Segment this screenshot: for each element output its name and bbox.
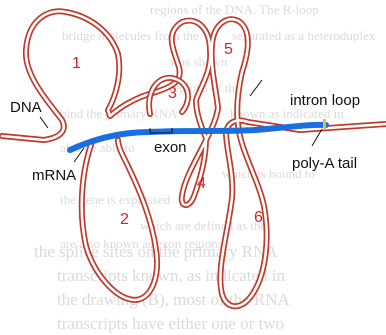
background-text-line: separated as a heteroduplex [232,28,376,43]
intron-loop-leader-line [250,80,262,96]
poly-a-tail-mark [323,119,326,129]
poly-a-tail-label: poly-A tail [292,155,357,172]
background-text-line: the gene is expressed [60,192,171,207]
exon-label: exon [154,139,187,156]
loop-number-4: 4 [197,175,206,192]
loop-number-1: 1 [72,55,81,72]
background-text-line: regions of the DNA. The R-loop [150,2,319,17]
loop-number-5: 5 [224,41,233,58]
background-text-line: bridge molecules from the [62,28,199,43]
dna-leader-line [40,117,48,128]
background-text-line: transcripts have either one or two [57,314,284,333]
loop-number-3: 3 [168,85,177,102]
intron-loop-label: intron loop [290,92,360,109]
dna-label: DNA [10,99,42,116]
background-text-line: transcripts known, as indicated in [57,266,286,285]
background-text-line: which are defined as the [140,218,267,233]
loop-number-2: 2 [120,211,129,228]
mrna-label: mRNA [32,167,76,184]
loop-number-6: 6 [254,209,263,226]
